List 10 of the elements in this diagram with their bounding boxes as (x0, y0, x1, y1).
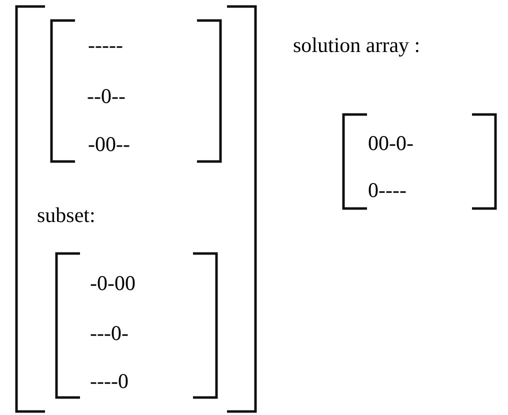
matrix-row: -00-- (88, 132, 130, 156)
matrix-row: ---0- (90, 321, 128, 345)
matrix-row: 0---- (368, 178, 406, 202)
matrix-row: ----- (88, 33, 123, 57)
matrix-row: ----0 (90, 369, 128, 393)
matrix-row: --0-- (87, 84, 126, 108)
matrix-row: -0-00 (90, 271, 136, 295)
matrix-label: solution array : (293, 33, 420, 57)
matrix-label: subset: (37, 203, 96, 227)
matrix-row: 00-0- (368, 131, 414, 155)
